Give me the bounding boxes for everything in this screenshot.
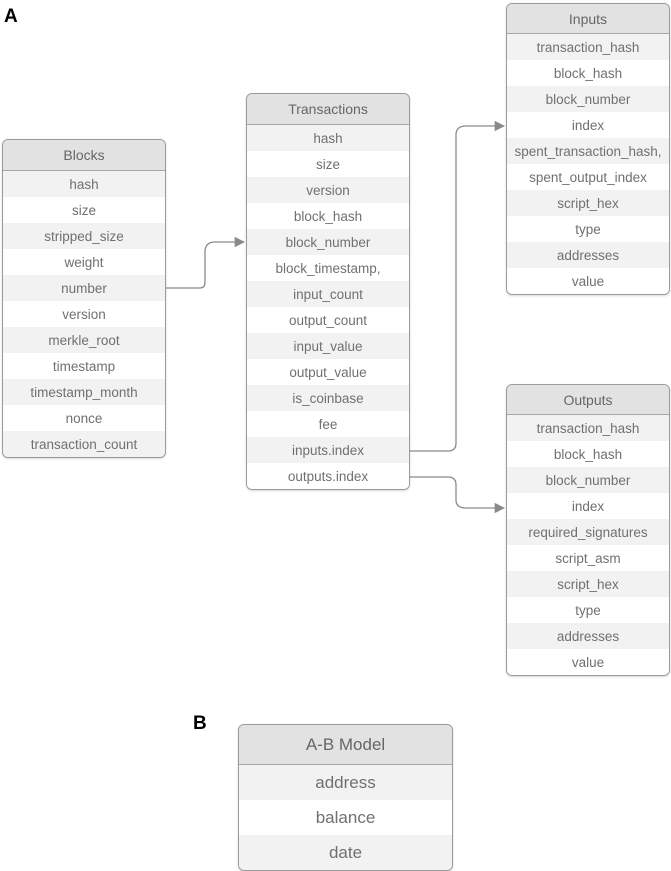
field-row: weight bbox=[3, 249, 165, 275]
field-row: number bbox=[3, 275, 165, 301]
field-row: inputs.index bbox=[247, 437, 409, 463]
field-row: fee bbox=[247, 411, 409, 437]
field-row: type bbox=[507, 597, 669, 623]
field-row: hash bbox=[247, 125, 409, 151]
field-row: required_signatures bbox=[507, 519, 669, 545]
field-row: date bbox=[239, 835, 452, 870]
field-row: merkle_root bbox=[3, 327, 165, 353]
field-row: block_hash bbox=[247, 203, 409, 229]
field-row: nonce bbox=[3, 405, 165, 431]
field-row: block_hash bbox=[507, 60, 669, 86]
field-row: address bbox=[239, 765, 452, 800]
field-row: timestamp bbox=[3, 353, 165, 379]
field-row: spent_output_index bbox=[507, 164, 669, 190]
field-row: spent_transaction_hash, bbox=[507, 138, 669, 164]
field-row: block_hash bbox=[507, 441, 669, 467]
connector-transactions-to-inputs bbox=[408, 120, 506, 452]
field-row: script_hex bbox=[507, 190, 669, 216]
blocks-title: Blocks bbox=[3, 140, 165, 171]
field-row: output_count bbox=[247, 307, 409, 333]
field-row: index bbox=[507, 112, 669, 138]
field-row: input_count bbox=[247, 281, 409, 307]
field-row: size bbox=[3, 197, 165, 223]
connector-transactions-to-outputs bbox=[408, 476, 506, 514]
panel-label-a: A bbox=[4, 6, 18, 27]
field-row: block_number bbox=[507, 86, 669, 112]
inputs-title: Inputs bbox=[507, 4, 669, 34]
field-row: timestamp_month bbox=[3, 379, 165, 405]
field-row: index bbox=[507, 493, 669, 519]
field-row: version bbox=[3, 301, 165, 327]
field-row: addresses bbox=[507, 623, 669, 649]
field-row: block_number bbox=[247, 229, 409, 255]
field-row: size bbox=[247, 151, 409, 177]
field-row: input_value bbox=[247, 333, 409, 359]
field-row: balance bbox=[239, 800, 452, 835]
field-row: block_number bbox=[507, 467, 669, 493]
transactions-title: Transactions bbox=[247, 94, 409, 125]
ab-model-title: A-B Model bbox=[239, 725, 452, 765]
field-row: is_coinbase bbox=[247, 385, 409, 411]
connector-blocks-to-transactions bbox=[164, 236, 246, 289]
field-row: transaction_hash bbox=[507, 415, 669, 441]
panel-label-b: B bbox=[193, 713, 207, 734]
field-row: transaction_count bbox=[3, 431, 165, 457]
field-row: transaction_hash bbox=[507, 34, 669, 60]
field-row: hash bbox=[3, 171, 165, 197]
field-row: script_hex bbox=[507, 571, 669, 597]
field-row: outputs.index bbox=[247, 463, 409, 489]
outputs-title: Outputs bbox=[507, 385, 669, 415]
field-row: output_value bbox=[247, 359, 409, 385]
field-row: addresses bbox=[507, 242, 669, 268]
field-row: version bbox=[247, 177, 409, 203]
field-row: block_timestamp, bbox=[247, 255, 409, 281]
field-row: value bbox=[507, 649, 669, 675]
field-row: stripped_size bbox=[3, 223, 165, 249]
field-row: type bbox=[507, 216, 669, 242]
field-row: value bbox=[507, 268, 669, 294]
field-row: script_asm bbox=[507, 545, 669, 571]
